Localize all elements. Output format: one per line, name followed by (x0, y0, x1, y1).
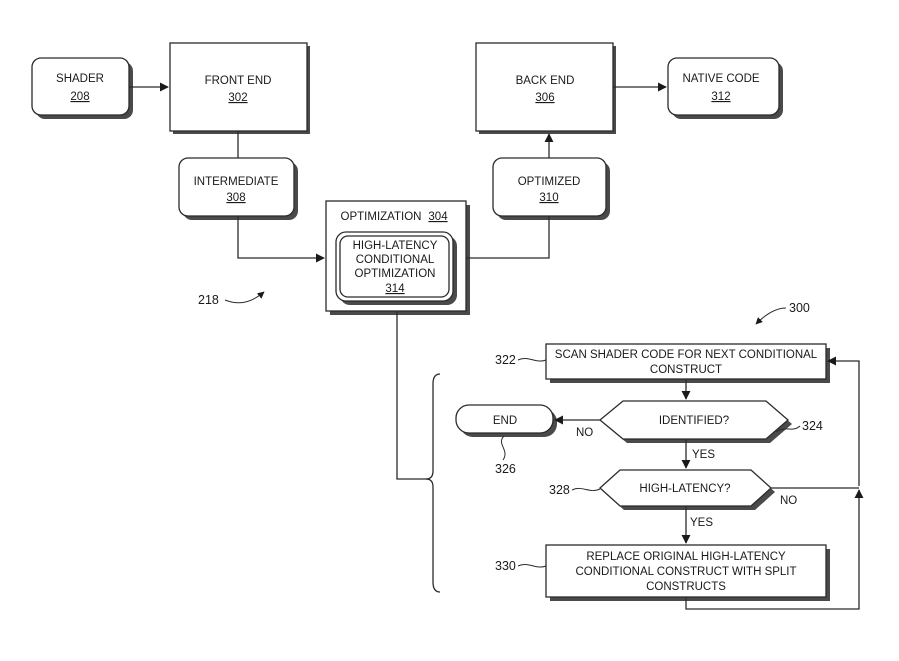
shader-label: SHADER (56, 73, 104, 85)
optimization-node: OPTIMIZATION 304 HIGH-LATENCY CONDITIONA… (325, 200, 470, 315)
scan-step-line2: CONSTRUCT (650, 364, 722, 376)
label-yes-identified: YES (692, 449, 715, 461)
shader-ref: 208 (70, 91, 89, 103)
end-node: END (455, 404, 557, 437)
high-latency-optimization-line3: OPTIMIZATION (355, 268, 436, 280)
scan-step-ref: 322 (495, 353, 516, 367)
figure-300-ref: 300 (789, 301, 810, 315)
native-code-label: NATIVE CODE (682, 73, 759, 85)
front-end-node: FRONT END 302 (169, 42, 310, 134)
end-ref: 326 (495, 462, 516, 476)
figure-218-leader (224, 291, 265, 304)
front-end-ref: 302 (228, 92, 247, 104)
optimized-node: OPTIMIZED 310 (492, 157, 610, 220)
identified-decision-leader (775, 425, 801, 433)
optimization-label: OPTIMIZATION (341, 211, 422, 223)
high-latency-decision-ref: 328 (549, 483, 570, 497)
connector-optimization-to-detail (396, 311, 430, 480)
arrow-intermediate-to-optimization (237, 216, 325, 263)
figure-300-leader (755, 307, 787, 325)
high-latency-optimization-ref: 314 (385, 283, 405, 295)
replace-step-ref: 330 (495, 559, 516, 573)
native-code-ref: 312 (711, 91, 730, 103)
native-code-node: NATIVE CODE 312 (667, 57, 783, 119)
end-leader (500, 435, 506, 461)
high-latency-optimization-node: HIGH-LATENCY CONDITIONAL OPTIMIZATION 31… (335, 231, 457, 305)
replace-step-line2: CONDITIONAL CONSTRUCT WITH SPLIT (575, 566, 796, 578)
connector-optimization-to-optimized (466, 216, 550, 259)
high-latency-optimization-line1: HIGH-LATENCY (353, 240, 438, 252)
identified-decision-label: IDENTIFIED? (659, 415, 729, 427)
intermediate-label: INTERMEDIATE (194, 176, 279, 188)
replace-step-line1: REPLACE ORIGINAL HIGH-LATENCY (586, 551, 786, 563)
replace-step-leader (517, 563, 547, 568)
optimized-label: OPTIMIZED (518, 176, 581, 188)
back-end-node: BACK END 306 (475, 42, 616, 134)
replace-step-node: REPLACE ORIGINAL HIGH-LATENCY CONDITIONA… (545, 544, 830, 601)
loop-replace-to-return (685, 489, 864, 610)
scan-step-line1: SCAN SHADER CODE FOR NEXT CONDITIONAL (555, 349, 818, 361)
high-latency-decision-label: HIGH-LATENCY? (639, 483, 730, 495)
back-end-label: BACK END (516, 75, 575, 87)
optimization-ref: 304 (428, 211, 448, 223)
detail-brace (425, 373, 441, 593)
identified-decision-node: IDENTIFIED? (598, 400, 792, 443)
identified-decision-ref: 324 (802, 419, 823, 433)
high-latency-optimization-line2: CONDITIONAL (356, 254, 435, 266)
optimized-ref: 310 (539, 192, 558, 204)
back-end-ref: 306 (535, 92, 554, 104)
high-latency-decision-leader (571, 487, 601, 492)
scan-step-node: SCAN SHADER CODE FOR NEXT CONDITIONAL CO… (545, 343, 830, 383)
loop-return-to-scan (827, 356, 860, 486)
scan-step-leader (517, 357, 547, 362)
shader-node: SHADER 208 (31, 57, 133, 119)
front-end-label: FRONT END (205, 75, 272, 87)
intermediate-node: INTERMEDIATE 308 (178, 157, 298, 220)
figure-218-ref: 218 (198, 293, 219, 307)
high-latency-decision-node: HIGH-LATENCY? (599, 469, 775, 510)
replace-step-line3: CONSTRUCTS (646, 581, 726, 593)
label-no-end: NO (576, 427, 593, 439)
label-yes-latency: YES (690, 517, 713, 529)
end-label: END (493, 415, 517, 427)
intermediate-ref: 308 (226, 192, 245, 204)
label-no-latency: NO (780, 495, 797, 507)
